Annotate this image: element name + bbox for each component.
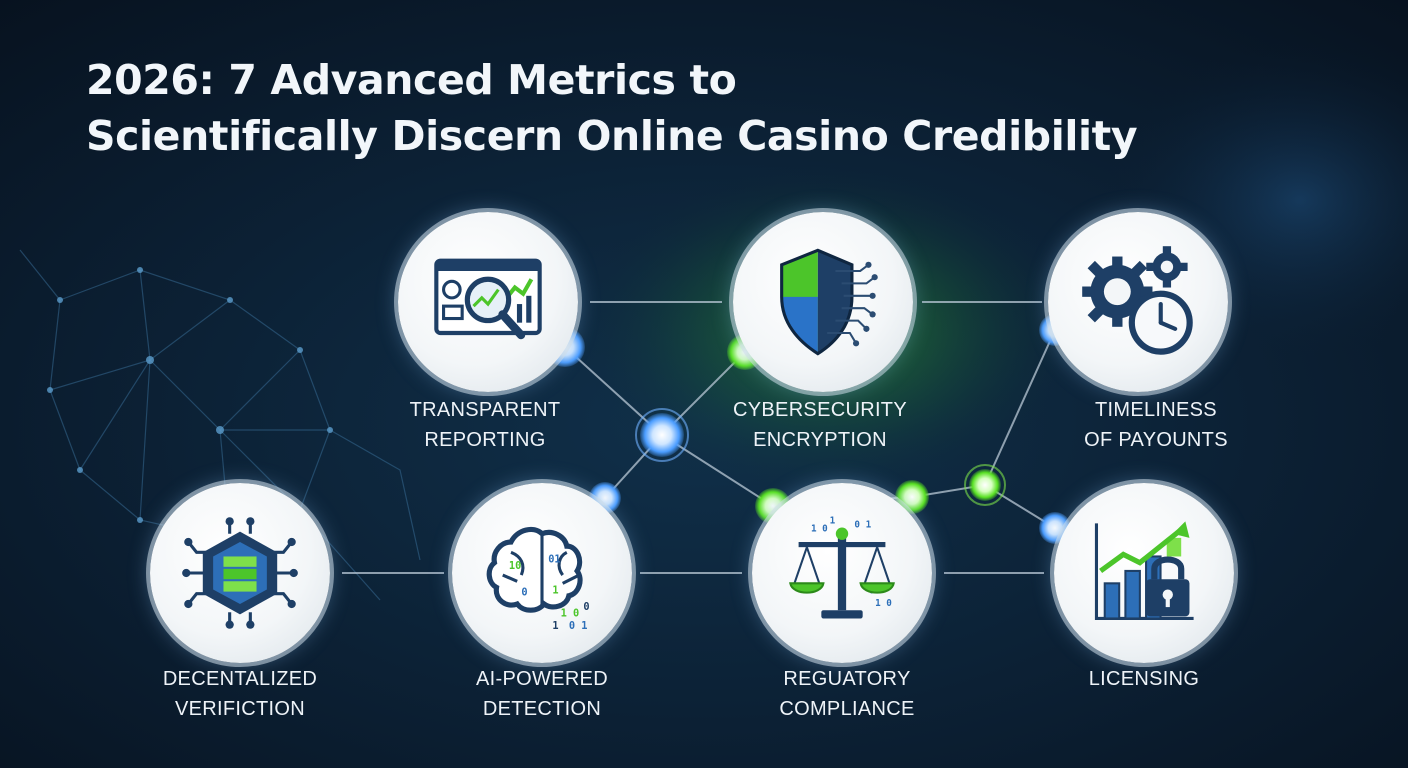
- metric-label-ai-powered-detection: AI-Powered Detection: [476, 668, 608, 720]
- metric-label-licensing: Licensing: [1088, 668, 1200, 690]
- svg-text:1: 1: [552, 585, 558, 597]
- page-title-line-2: Scientifically Discern Online Casino Cre…: [86, 112, 1138, 160]
- circuit-shield-icon: [780, 248, 878, 356]
- page-title: 2026: 7 Advanced Metrics to Scientifical…: [86, 52, 1138, 164]
- page-title-line-1: 2026: 7 Advanced Metrics to: [86, 56, 737, 104]
- svg-text:1 0: 1 0: [561, 607, 580, 619]
- connection-node-dot: [640, 413, 684, 457]
- balance-scale-icon: 1 00 11 01 0: [789, 515, 895, 619]
- magnifier-chart-icon: [434, 258, 542, 340]
- blockchain-chip-icon: [182, 517, 298, 629]
- metric-label-transparent-reporting: Transparent Reporting: [409, 399, 561, 451]
- svg-text:0: 0: [583, 601, 589, 613]
- svg-text:1: 1: [552, 620, 558, 632]
- metric-label-decentralized-verification: Decentalized Verifiction: [162, 668, 318, 720]
- svg-text:1: 1: [830, 515, 836, 526]
- metric-label-timeliness-of-payouts: Timeliness of Payounts: [1084, 399, 1228, 451]
- svg-text:1 0: 1 0: [875, 598, 892, 609]
- metric-node-regulatory-compliance: 1 00 11 01 0: [752, 483, 932, 663]
- metric-node-ai-powered-detection: 10 01 0 1 1 0 0 1 1 0: [452, 483, 632, 663]
- svg-text:0 1: 0 1: [854, 520, 871, 531]
- svg-text:01: 01: [548, 554, 560, 566]
- svg-text:10: 10: [509, 560, 521, 572]
- gears-clock-icon: [1082, 246, 1193, 355]
- growth-chart-lock-icon: [1094, 521, 1194, 621]
- svg-text:0: 0: [521, 587, 527, 599]
- svg-text:1 0: 1 0: [811, 524, 828, 535]
- metric-node-decentralized-verification: [150, 483, 330, 663]
- binary-brain-icon: 10 01 0 1 1 0 0 1 1 0: [486, 526, 590, 632]
- metric-label-regulatory-compliance: Reguatory Compliance: [779, 668, 915, 720]
- metric-node-timeliness-of-payouts: [1048, 212, 1228, 392]
- metric-label-cybersecurity-encryption: Cybersecurity Encryption: [733, 399, 907, 451]
- connection-node-dot: [969, 469, 1001, 501]
- metric-node-transparent-reporting: [398, 212, 578, 392]
- svg-text:0 1: 0 1: [569, 620, 588, 632]
- metric-node-cybersecurity-encryption: [733, 212, 913, 392]
- metric-node-licensing: [1054, 483, 1234, 663]
